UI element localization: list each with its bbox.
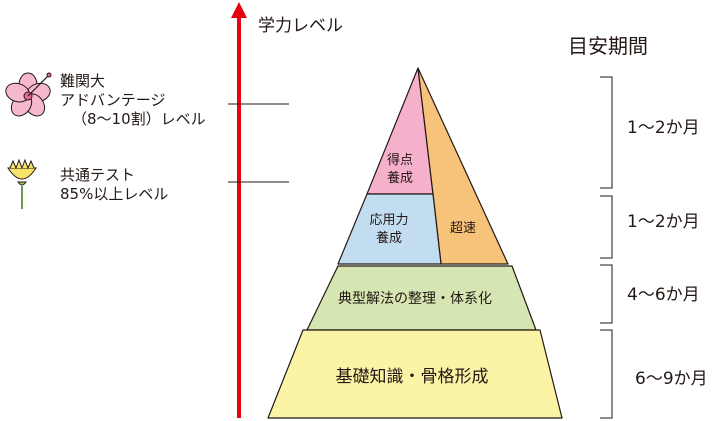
- kyotsu-level-line-1: 共通テスト: [60, 166, 136, 184]
- period-bracket-2: [600, 195, 613, 259]
- nankan-level-label: 難関大 アドバンテージ （8〜10割）レベル: [60, 72, 206, 129]
- kyotsu-level-label: 共通テスト 85%以上レベル: [60, 166, 168, 204]
- level-axis-arrowhead: [231, 2, 247, 18]
- dandelion-flower-icon: [7, 158, 37, 209]
- segment-tokuten-line-2: 養成: [386, 171, 413, 186]
- period-bracket-4: [600, 329, 613, 419]
- level-axis-title: 学力レベル: [258, 16, 343, 36]
- nankan-level-line-3: （8〜10割）レベル: [72, 110, 206, 128]
- period-label-3: 4～6か月: [627, 285, 700, 305]
- segment-tenkei-label: 典型解法の整理・体系化: [338, 291, 492, 307]
- segment-tokuten-label: 得点 養成: [378, 152, 422, 188]
- segment-chosoku-label: 超速: [449, 221, 476, 236]
- period-label-1: 1～2か月: [627, 118, 700, 138]
- nankan-level-line-2: アドバンテージ: [60, 91, 166, 109]
- period-column-title: 目安期間: [568, 34, 648, 58]
- segment-ouyou-line-1: 応用力: [369, 213, 409, 228]
- segment-tokuten-line-1: 得点: [386, 153, 413, 168]
- nankan-level-line-1: 難関大: [60, 72, 106, 90]
- segment-ouyou-line-2: 養成: [375, 231, 402, 246]
- segment-kiso: [267, 329, 563, 419]
- period-label-2: 1～2か月: [627, 212, 700, 232]
- period-bracket-1: [600, 76, 613, 189]
- period-bracket-3: [600, 264, 613, 324]
- period-label-4: 6～9か月: [635, 369, 708, 389]
- kyotsu-level-line-2: 85%以上レベル: [60, 185, 169, 203]
- hibiscus-flower-icon: [5, 72, 52, 117]
- segment-ouyou-label: 応用力 養成: [354, 212, 424, 248]
- segment-kiso-label: 基礎知識・骨格形成: [335, 367, 489, 387]
- segment-ouyou: [337, 193, 442, 265]
